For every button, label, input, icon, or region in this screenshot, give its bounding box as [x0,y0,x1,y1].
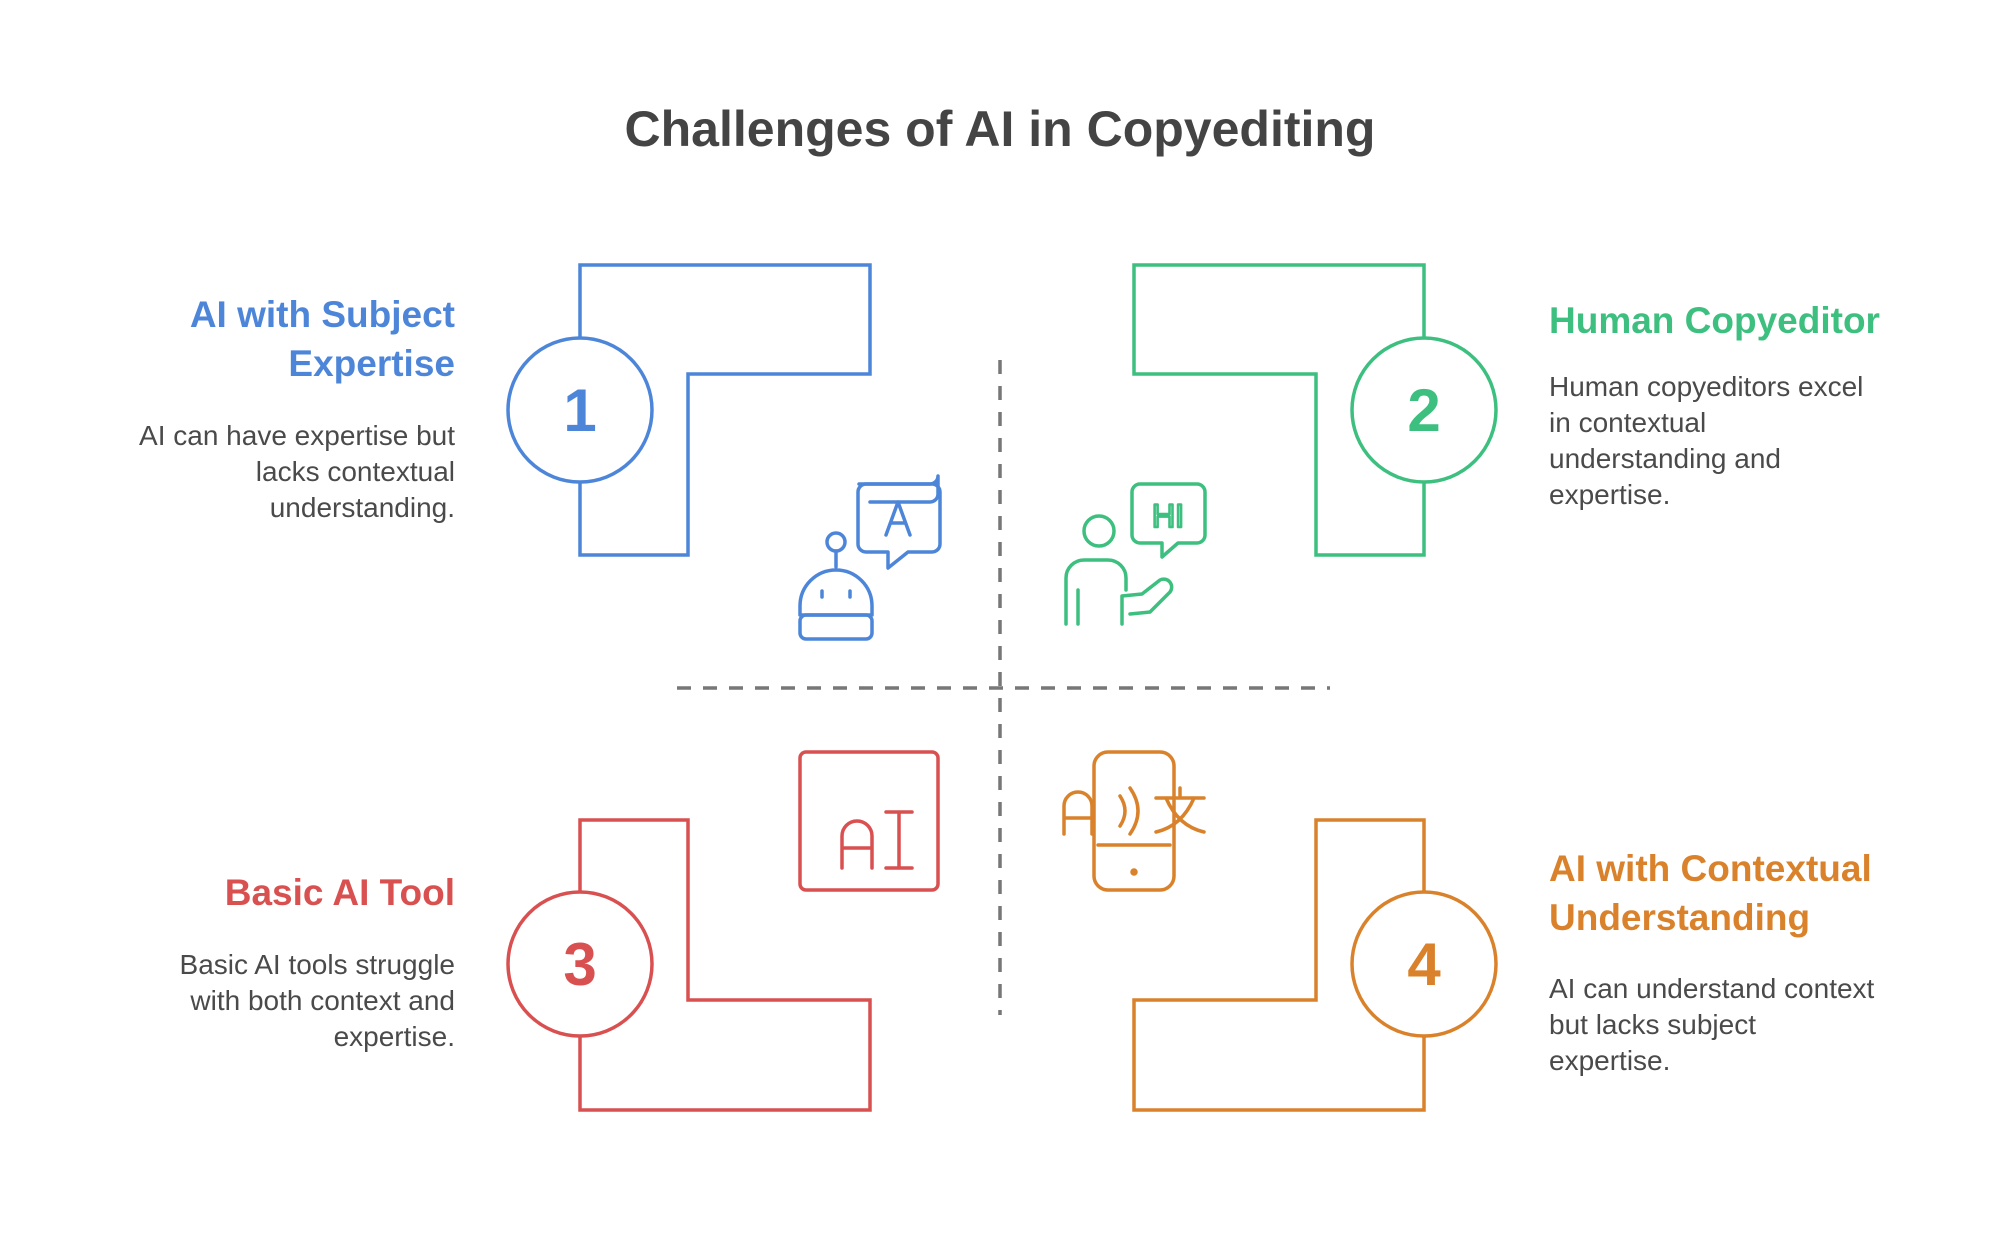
description-3: Basic AI tools struggle with both contex… [179,949,455,1052]
phone-translate-icon [1062,750,1206,892]
frame-2 [1132,263,1426,557]
heading-1: AI with Subject Expertise [189,294,455,384]
robot-translate-icon [798,474,942,641]
heading-4: AI with Contextual Understanding [1549,848,1872,938]
heading-3: Basic AI Tool [224,872,455,913]
frame-1 [578,263,872,557]
badge-number-4: 4 [1407,931,1441,998]
badge-number-2: 2 [1407,377,1440,444]
description-1: AI can have expertise but lacks contextu… [139,420,455,523]
page-title: Challenges of AI in Copyediting [624,101,1376,157]
description-4: AI can understand context but lacks subj… [1549,973,1875,1076]
badge-circle-1 [506,336,654,484]
ai-box-icon [798,750,940,892]
badge-circle-2 [1350,336,1498,484]
description-2: Human copyeditors excel in contextual un… [1549,371,1864,510]
badge-circle-4 [1350,890,1498,1038]
person-speech-icon: HI [1064,482,1207,626]
heading-2: Human Copyeditor [1549,300,1880,341]
frame-3 [578,818,872,1112]
svg-text:HI: HI [1152,498,1184,534]
badge-number-1: 1 [563,377,596,444]
badge-circle-3 [506,890,654,1038]
badge-number-3: 3 [563,931,596,998]
frame-4 [1132,818,1426,1112]
